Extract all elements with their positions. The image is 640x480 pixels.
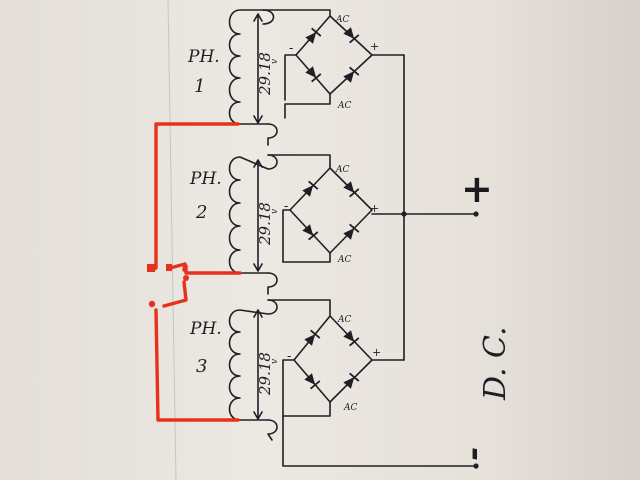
bridge-1	[284, 15, 405, 119]
phase-3-label: PH.	[189, 319, 222, 339]
phase-3-number: 3	[196, 356, 207, 377]
bridge-minus: -	[287, 349, 291, 364]
ac-label: AC	[337, 101, 351, 111]
margin-line	[167, 0, 177, 480]
bridge-plus: +	[370, 202, 379, 215]
voltage-arrows	[253, 13, 263, 420]
phase-2-number: 2	[195, 202, 207, 223]
phase-3-voltage-unit: v	[270, 359, 280, 364]
ac-label: AC	[337, 255, 351, 265]
switch-contact-icon	[148, 300, 156, 308]
bridge-2	[282, 167, 405, 263]
ac-label: AC	[335, 15, 349, 25]
switch-wiring	[147, 122, 242, 422]
phase-2-voltage: 29.18	[256, 202, 274, 246]
ac-label: AC	[337, 315, 351, 325]
phase-1-label: PH.	[187, 47, 220, 67]
phase-1-winding	[228, 9, 331, 146]
phase-3-winding	[228, 299, 331, 441]
dc-negative-terminal-label: -	[453, 447, 493, 461]
bridge-3	[282, 315, 405, 421]
bridge-plus: +	[372, 346, 381, 359]
dc-negative-bus	[282, 419, 479, 469]
phase-2-voltage-unit: v	[270, 209, 280, 214]
switch-contact-icon	[147, 264, 155, 272]
switch-contact-icon	[183, 275, 189, 281]
ac-label: AC	[343, 403, 357, 413]
dc-positive-terminal-label: +	[461, 167, 493, 211]
phase-3-voltage: 29.18	[256, 352, 274, 396]
switch-contact-icon	[166, 264, 172, 271]
bridge-minus: -	[284, 199, 288, 214]
phase-2-winding	[228, 154, 331, 295]
phase-1-number: 1	[194, 76, 205, 97]
bridge-minus: -	[289, 41, 293, 56]
phase-1-voltage: 29.18	[256, 52, 274, 96]
phase-1-voltage-unit: v	[270, 59, 280, 64]
ac-label: AC	[335, 165, 349, 175]
phase-2-label: PH.	[189, 169, 222, 189]
dc-positive-bus	[401, 54, 479, 361]
bridge-plus: +	[370, 40, 379, 53]
dc-label: D. C.	[478, 327, 513, 401]
